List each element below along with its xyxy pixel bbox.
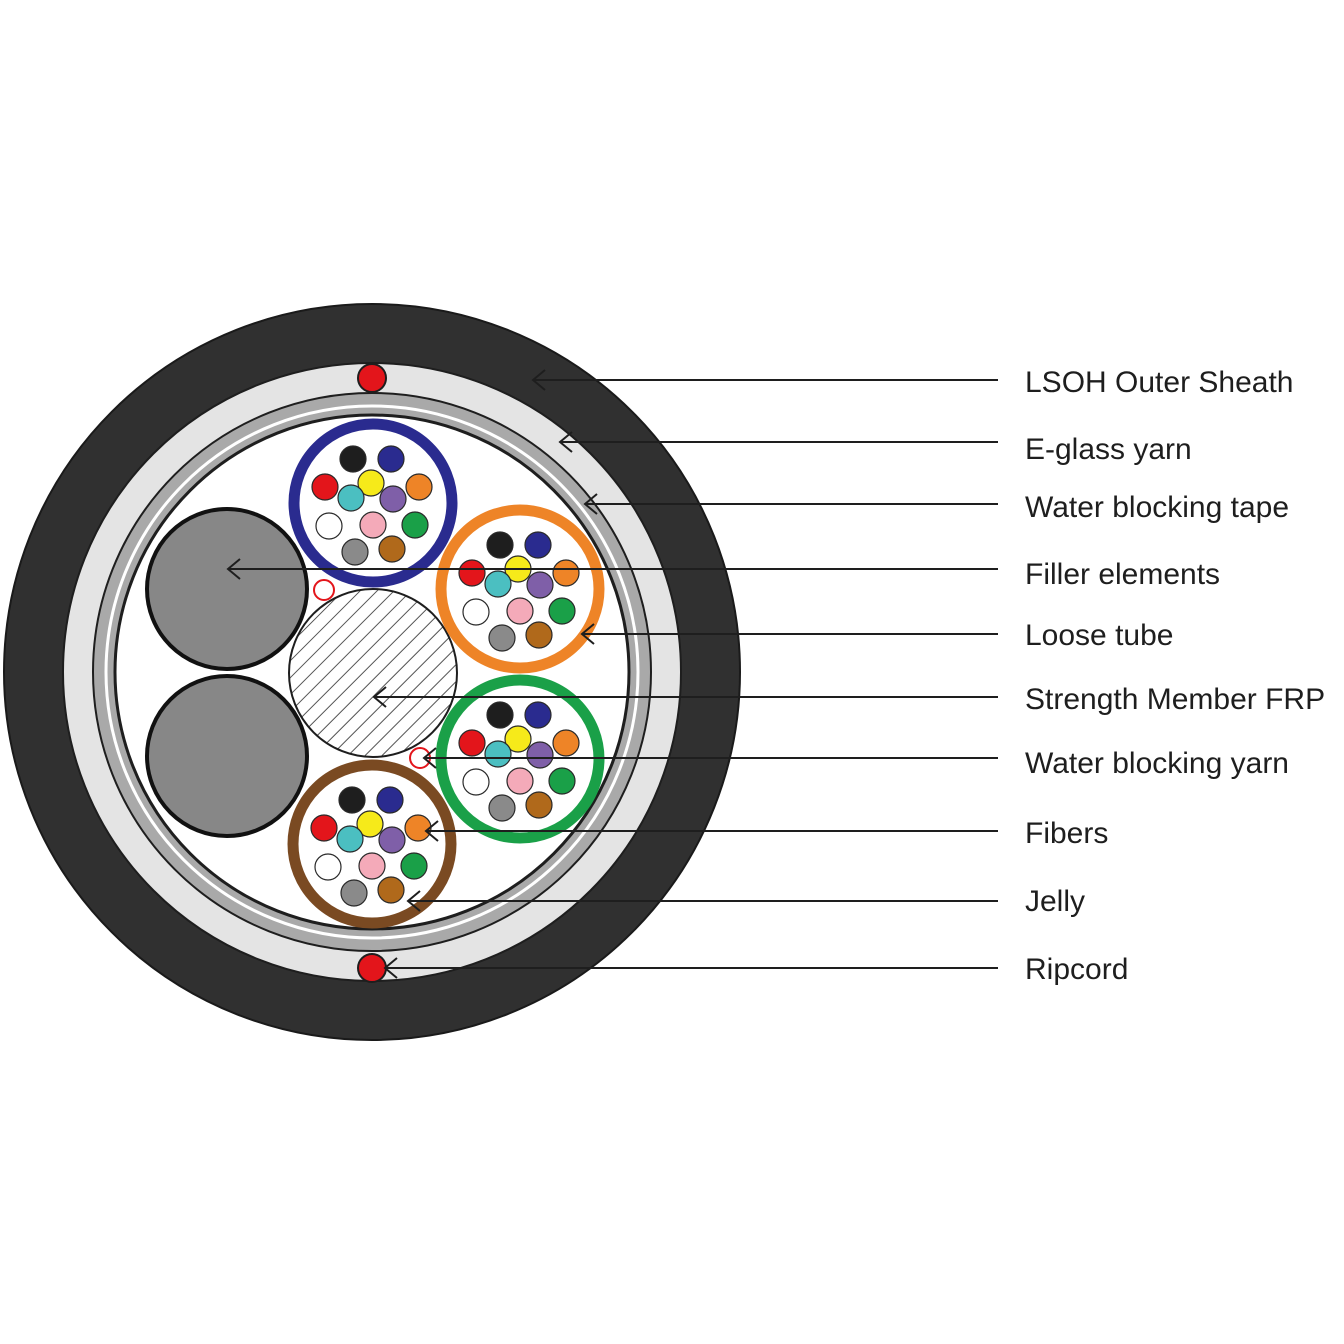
fiber-orange-1 <box>486 531 514 559</box>
fiber-brown-6 <box>336 825 364 853</box>
fiber-brown-2 <box>376 786 404 814</box>
cable-cross-section <box>3 303 741 1041</box>
label-water-blocking-tape: Water blocking tape <box>1025 491 1289 524</box>
fiber-blue-2 <box>377 445 405 473</box>
fiber-green-11 <box>488 794 516 822</box>
fiber-orange-5 <box>552 559 580 587</box>
fiber-brown-8 <box>314 853 342 881</box>
label-loose-tube: Loose tube <box>1025 619 1173 652</box>
fiber-green-6 <box>484 740 512 768</box>
fiber-blue-7 <box>379 485 407 513</box>
fiber-blue-8 <box>315 512 343 540</box>
loose-tube-ring-orange <box>435 504 605 674</box>
fiber-blue-4 <box>357 469 385 497</box>
fiber-orange-7 <box>526 571 554 599</box>
loose-tube-ring-brown <box>287 759 457 929</box>
fiber-green-4 <box>504 725 532 753</box>
fiber-green-12 <box>525 791 553 819</box>
fiber-blue-3 <box>311 473 339 501</box>
loose-tube-ring-blue <box>288 418 458 588</box>
filler-element-bottom <box>145 674 309 838</box>
fiber-green-2 <box>524 701 552 729</box>
leader-fibers <box>424 820 998 842</box>
fiber-orange-3 <box>458 559 486 587</box>
fiber-blue-11 <box>341 538 369 566</box>
ripcord-bottom <box>357 953 387 983</box>
fiber-blue-12 <box>378 535 406 563</box>
label-fibers: Fibers <box>1025 817 1108 850</box>
loose-tube-orange <box>435 504 605 674</box>
leader-strength-member <box>372 686 998 708</box>
fiber-blue-5 <box>405 473 433 501</box>
label-outer-sheath: LSOH Outer Sheath <box>1025 366 1293 399</box>
fiber-brown-1 <box>338 786 366 814</box>
callout-lines <box>226 369 998 979</box>
fiber-orange-11 <box>488 624 516 652</box>
leader-eglass-yarn <box>558 431 998 453</box>
fiber-brown-10 <box>400 852 428 880</box>
label-jelly: Jelly <box>1025 885 1085 918</box>
leader-water-blocking-yarn <box>422 747 998 769</box>
fiber-brown-12 <box>377 876 405 904</box>
fiber-green-10 <box>548 767 576 795</box>
fiber-green-9 <box>506 767 534 795</box>
label-strength-member: Strength Member FRP <box>1025 683 1325 716</box>
strength-member-frp <box>288 588 458 758</box>
leader-jelly <box>406 890 998 912</box>
fiber-brown-9 <box>358 852 386 880</box>
fiber-green-8 <box>462 768 490 796</box>
leader-outer-sheath <box>531 369 998 391</box>
fiber-brown-3 <box>310 814 338 842</box>
fiber-orange-8 <box>462 598 490 626</box>
labels: LSOH Outer Sheath E-glass yarn Water blo… <box>1025 366 1325 986</box>
fiber-brown-4 <box>356 810 384 838</box>
fiber-green-7 <box>526 741 554 769</box>
loose-tubes <box>287 418 605 929</box>
leader-filler-elements <box>226 558 998 580</box>
water-blocking-yarn-top <box>313 579 335 601</box>
fiber-blue-1 <box>339 445 367 473</box>
loose-tube-blue <box>288 418 458 588</box>
fiber-orange-2 <box>524 531 552 559</box>
fiber-brown-5 <box>404 814 432 842</box>
leader-ripcord <box>383 957 998 979</box>
fiber-brown-7 <box>378 826 406 854</box>
fiber-orange-9 <box>506 597 534 625</box>
fiber-green-5 <box>552 729 580 757</box>
fiber-orange-10 <box>548 597 576 625</box>
fiber-green-3 <box>458 729 486 757</box>
loose-tube-brown <box>287 759 457 929</box>
label-ripcord: Ripcord <box>1025 953 1128 986</box>
label-eglass-yarn: E-glass yarn <box>1025 433 1192 466</box>
fiber-brown-11 <box>340 879 368 907</box>
fiber-orange-12 <box>525 621 553 649</box>
leader-water-blocking-tape <box>583 493 998 515</box>
leader-loose-tube <box>580 623 998 645</box>
tape-inner-line <box>104 404 640 940</box>
label-water-blocking-yarn: Water blocking yarn <box>1025 747 1289 780</box>
fiber-orange-6 <box>484 570 512 598</box>
fiber-blue-9 <box>359 511 387 539</box>
ripcord-top <box>357 363 387 393</box>
fiber-blue-6 <box>337 484 365 512</box>
fiber-blue-10 <box>401 511 429 539</box>
label-filler-elements: Filler elements <box>1025 558 1220 591</box>
filler-element-top <box>145 507 309 671</box>
fiber-green-1 <box>486 701 514 729</box>
